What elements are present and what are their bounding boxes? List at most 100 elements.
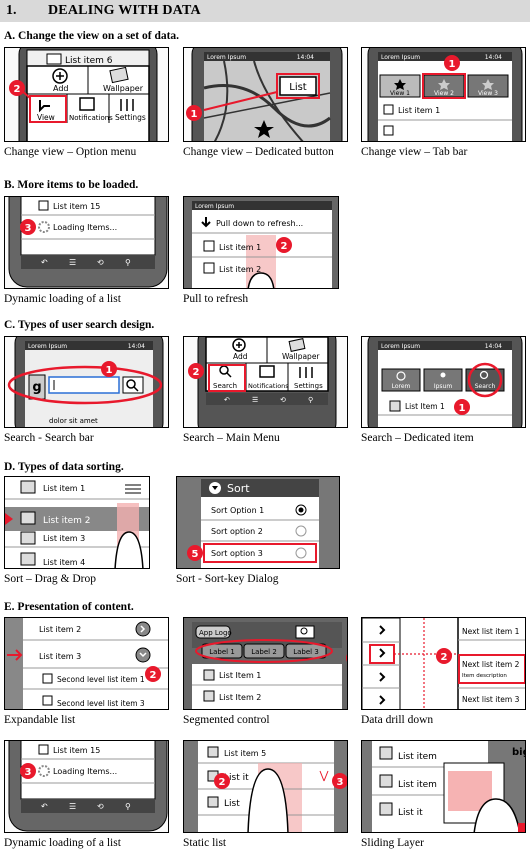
svg-text:Next list item 3: Next list item 3 bbox=[462, 695, 520, 704]
star-icon bbox=[394, 79, 406, 90]
back-icon: ↶ bbox=[40, 258, 48, 267]
dragged-row: List item 2 bbox=[43, 516, 91, 526]
figure-sort-dialog: Sort Sort Option 1 Sort option 2 Sort op… bbox=[176, 476, 340, 569]
finger bbox=[473, 798, 521, 832]
svg-text:List item 1: List item 1 bbox=[43, 484, 85, 493]
svg-text:Sort option 2: Sort option 2 bbox=[211, 527, 263, 536]
star-icon bbox=[254, 120, 274, 138]
svg-text:List item 4: List item 4 bbox=[43, 558, 85, 567]
star-icon bbox=[482, 79, 494, 90]
svg-text:2: 2 bbox=[441, 652, 448, 663]
search-icon: ⚲ bbox=[125, 258, 131, 267]
add-icon bbox=[232, 338, 246, 352]
step-marker bbox=[276, 237, 292, 253]
search-icon: ⚲ bbox=[125, 802, 131, 811]
figure-static-list: List item 5 List it List 2 3 bbox=[183, 740, 348, 833]
caption-static-list: Static list bbox=[183, 837, 227, 849]
svg-text:Second level list item 3: Second level list item 3 bbox=[57, 699, 145, 708]
svg-text:1: 1 bbox=[106, 365, 113, 376]
radio-option-2[interactable] bbox=[295, 525, 307, 537]
search-button[interactable] bbox=[122, 376, 144, 394]
section-c-title: C. Types of user search design. bbox=[4, 319, 155, 331]
figure-segmented-control: App Logo Label 1 Label 2 Label 3 List It… bbox=[183, 617, 348, 710]
svg-text:List item: List item bbox=[398, 752, 437, 762]
svg-text:List item 3: List item 3 bbox=[43, 534, 85, 543]
refresh-icon: ⟲ bbox=[97, 258, 104, 267]
add-icon bbox=[52, 68, 68, 84]
view-label: View bbox=[37, 113, 55, 122]
caption-search-bar: Search - Search bar bbox=[4, 432, 94, 444]
svg-text:List: List bbox=[224, 799, 240, 809]
app-title: Lorem Ipsum bbox=[207, 54, 246, 61]
figure-sliding-layer: List item List item List it big bbox=[361, 740, 526, 833]
big-label: big bbox=[512, 747, 526, 758]
svg-text:Next list item 2: Next list item 2 bbox=[462, 660, 520, 669]
search-button[interactable] bbox=[295, 625, 315, 639]
caption-segmented-control: Segmented control bbox=[183, 714, 270, 726]
finger bbox=[247, 768, 289, 832]
segment-2[interactable] bbox=[243, 643, 285, 659]
caption-dedicated-button: Change view – Dedicated button bbox=[183, 146, 334, 158]
view-icon bbox=[39, 100, 50, 113]
figure-tab-bar: Lorem Ipsum 14:04 View 1 View 2 View 3 L… bbox=[361, 47, 526, 142]
spinner-icon bbox=[38, 765, 50, 777]
settings-icon bbox=[299, 367, 313, 378]
segment-1[interactable] bbox=[201, 643, 243, 659]
svg-text:Lorem Ipsum: Lorem Ipsum bbox=[381, 54, 420, 61]
figure-option-menu: List item 6 Add Wallpaper View Notificat… bbox=[4, 47, 169, 142]
loading-text: Loading Items... bbox=[53, 223, 117, 232]
radio-option-1[interactable] bbox=[295, 504, 307, 516]
step-marker bbox=[9, 80, 25, 96]
section-b-title: B. More items to be loaded. bbox=[4, 179, 139, 191]
svg-text:List Item 2: List Item 2 bbox=[219, 693, 261, 702]
svg-text:↶: ↶ bbox=[224, 396, 230, 404]
svg-text:Ipsum: Ipsum bbox=[434, 383, 453, 390]
step-marker bbox=[188, 363, 204, 379]
menu-icon: ☰ bbox=[69, 258, 76, 267]
section-d-title: D. Types of data sorting. bbox=[4, 461, 124, 473]
highlight-box bbox=[29, 95, 67, 123]
caption-expandable-list: Expandable list bbox=[4, 714, 76, 726]
svg-text:List it: List it bbox=[398, 808, 423, 818]
svg-text:3: 3 bbox=[25, 767, 32, 778]
svg-text:List: List bbox=[289, 82, 307, 93]
svg-text:14:04: 14:04 bbox=[128, 343, 145, 350]
step-marker bbox=[20, 763, 36, 779]
wallpaper-icon bbox=[288, 338, 306, 352]
svg-text:Label 1: Label 1 bbox=[209, 648, 235, 656]
svg-text:Lorem: Lorem bbox=[392, 383, 411, 390]
radio-option-3[interactable] bbox=[295, 547, 307, 559]
chapter-title: DEALING WITH DATA bbox=[48, 3, 201, 18]
svg-text:List it: List it bbox=[224, 773, 249, 783]
figure-dedicated-button: Lorem Ipsum 14:04 List 1 bbox=[183, 47, 348, 142]
step-marker bbox=[101, 361, 117, 377]
svg-text:Search: Search bbox=[475, 383, 496, 390]
svg-text:14:04: 14:04 bbox=[485, 54, 502, 61]
figure-drag-drop: List item 1 List item 2 List item 3 List… bbox=[4, 476, 150, 569]
chapter-heading: 1. DEALING WITH DATA bbox=[0, 0, 530, 22]
svg-text:Sort Option 1: Sort Option 1 bbox=[211, 506, 264, 515]
search-input[interactable] bbox=[48, 376, 120, 394]
svg-text:2: 2 bbox=[281, 241, 288, 252]
svg-text:1: 1 bbox=[449, 59, 456, 70]
caption-data-drill-down: Data drill down bbox=[361, 714, 434, 726]
clock: 14:04 bbox=[297, 54, 314, 61]
svg-text:3: 3 bbox=[337, 777, 344, 788]
svg-text:dolor sit amet: dolor sit amet bbox=[49, 417, 98, 425]
search-icon bbox=[126, 379, 136, 389]
step-marker bbox=[20, 219, 36, 235]
figure-search-main-menu: Add Wallpaper Search Notifications Setti… bbox=[183, 336, 348, 428]
caption-dynamic-loading-2: Dynamic loading of a list bbox=[4, 837, 121, 849]
caption-dynamic-loading: Dynamic loading of a list bbox=[4, 293, 121, 305]
segment-3[interactable] bbox=[285, 643, 327, 659]
svg-text:⟲: ⟲ bbox=[280, 396, 286, 404]
svg-text:5: 5 bbox=[192, 549, 199, 560]
caption-drag-drop: Sort – Drag & Drop bbox=[4, 573, 96, 585]
svg-text:View 3: View 3 bbox=[478, 90, 498, 97]
step-marker bbox=[346, 654, 347, 662]
list-item-text: List item 6 bbox=[65, 56, 113, 66]
arrow-down-icon bbox=[201, 217, 211, 228]
person-icon bbox=[440, 372, 446, 378]
list-row: List item 1 bbox=[398, 106, 440, 115]
svg-text:3: 3 bbox=[25, 223, 32, 234]
